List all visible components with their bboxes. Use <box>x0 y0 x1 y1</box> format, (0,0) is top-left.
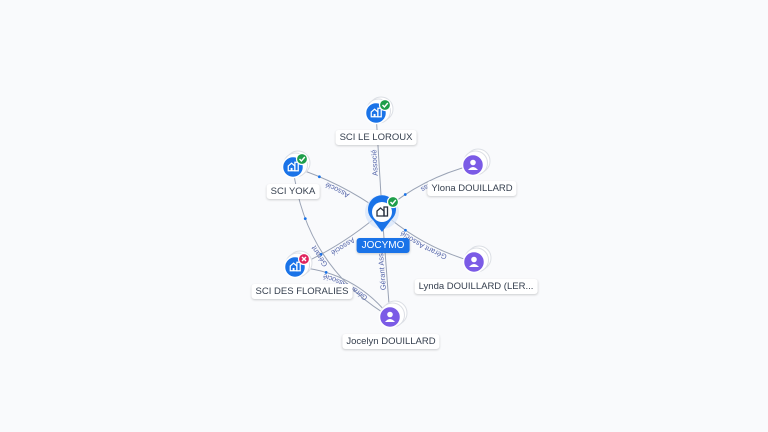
edge-arrow <box>319 252 323 256</box>
edge-arrow <box>303 217 307 221</box>
person-body <box>469 264 479 267</box>
node-label-lynda-douillard[interactable]: Lynda DOUILLARD (LER... <box>414 279 538 294</box>
person-icon <box>378 305 402 329</box>
door-shape <box>292 267 295 271</box>
node-label-jocymo[interactable]: JOCYMO <box>356 238 410 253</box>
person-head <box>471 256 477 263</box>
door-shape <box>290 167 293 171</box>
person-icon <box>462 250 486 274</box>
edge-label: Associé <box>324 180 351 200</box>
tower-shape <box>296 261 301 272</box>
house-shape <box>370 108 379 118</box>
check-badge-icon <box>386 195 400 209</box>
node-sci-le-loroux[interactable] <box>364 96 394 125</box>
node-ylona-douillard[interactable] <box>461 148 491 177</box>
edge-arrow <box>403 193 407 196</box>
node-label-ylona-douillard[interactable]: Ylona DOUILLARD <box>427 181 517 196</box>
check-badge-icon <box>378 98 392 112</box>
check-badge-icon <box>295 152 309 166</box>
building-icon <box>376 206 389 217</box>
node-label-sci-yoka[interactable]: SCI YOKA <box>266 184 320 199</box>
person-head <box>470 159 476 166</box>
edge-label: Associé <box>329 236 356 258</box>
error-badge-icon <box>297 252 311 266</box>
house-shape <box>287 162 296 172</box>
edge-arrow <box>404 228 407 232</box>
person-body <box>385 319 395 322</box>
nodes-layer <box>281 96 492 329</box>
person-head <box>387 311 393 318</box>
node-label-sci-le-loroux[interactable]: SCI LE LOROUX <box>335 130 417 145</box>
tower-shape <box>377 107 382 118</box>
node-jocelyn-douillard[interactable] <box>378 300 408 329</box>
door-shape <box>373 113 376 117</box>
edge-label: Associé <box>369 149 380 176</box>
edge-arrow <box>324 271 328 274</box>
person-icon <box>461 153 485 177</box>
node-jocymo[interactable] <box>365 195 400 232</box>
node-label-jocelyn-douillard[interactable]: Jocelyn DOUILLARD <box>342 334 440 349</box>
node-lynda-douillard[interactable] <box>462 245 492 274</box>
person-body <box>468 167 478 170</box>
node-sci-yoka[interactable] <box>281 150 311 179</box>
node-label-sci-des-floralies[interactable]: SCI DES FLORALIES <box>251 284 353 299</box>
tower-shape <box>294 161 299 172</box>
house-shape <box>289 262 298 272</box>
node-sci-des-floralies[interactable] <box>283 250 313 279</box>
edge-arrow <box>317 175 321 179</box>
